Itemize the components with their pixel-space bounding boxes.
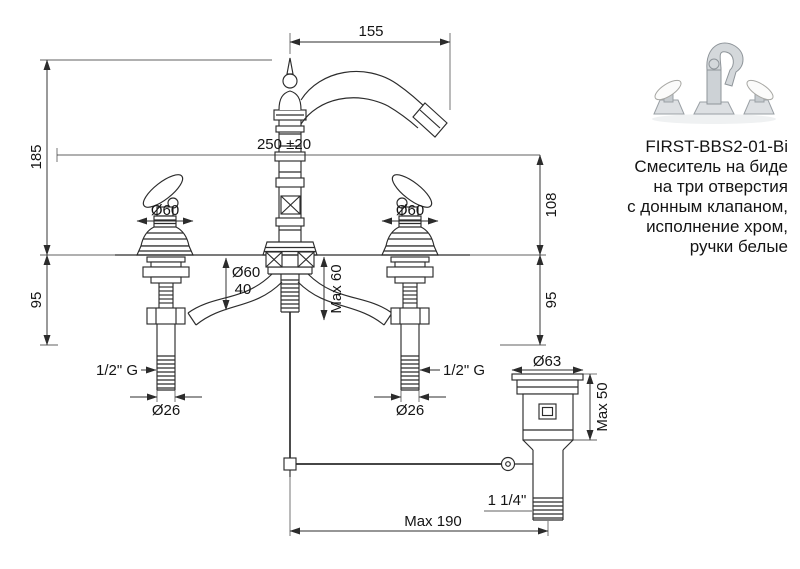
dim-handle-diameter-left: Ø60 xyxy=(151,202,179,219)
dim-spout-reach: 155 xyxy=(358,23,383,40)
dim-thread-right: 1/2" G xyxy=(443,362,485,379)
photo-spout-neck xyxy=(706,42,744,87)
dim-aerator-height: 108 xyxy=(543,192,560,217)
product-description-line-4: исполнение хром, xyxy=(646,217,788,236)
dim-deck-thickness: 40 xyxy=(235,281,252,298)
dim-pipe-diameter-left: Ø26 xyxy=(152,402,180,419)
dim-rod-reach-max: Max 190 xyxy=(404,513,462,530)
pop-up-rod-linkage xyxy=(283,312,533,477)
dim-drain-flange-diameter: Ø63 xyxy=(533,353,561,370)
dim-pipe-diameter-right: Ø26 xyxy=(396,402,424,419)
photo-left-handle xyxy=(654,79,682,101)
center-body xyxy=(265,251,315,313)
photo-right-handle xyxy=(746,79,774,101)
dim-under-deck-left: 95 xyxy=(28,292,45,309)
drain-assembly xyxy=(511,373,584,521)
dim-under-deck-right: 95 xyxy=(543,292,560,309)
spout-assembly xyxy=(262,57,448,256)
product-code: FIRST-BBS2-01-Bi xyxy=(645,137,788,156)
dim-drain-deck-max: Max 50 xyxy=(594,382,611,431)
product-description-line-5: ручки белые xyxy=(689,237,788,256)
product-description-line-3: с донным клапаном, xyxy=(627,197,788,216)
product-description-line-1: Смеситель на биде xyxy=(634,157,788,176)
product-info: FIRST-BBS2-01-Bi Смеситель на биде на тр… xyxy=(578,137,788,257)
dim-thread-left: 1/2" G xyxy=(96,362,138,379)
dim-drain-thread: 1 1/4" xyxy=(488,492,527,509)
right-supply-pipe xyxy=(386,256,434,391)
product-description-line-2: на три отверстия xyxy=(653,177,788,196)
dim-spout-height: 250 ±20 xyxy=(257,136,311,153)
dim-height-left: 185 xyxy=(28,144,45,169)
photo-spout-column xyxy=(706,67,722,105)
dim-handle-diameter-right: Ø60 xyxy=(396,202,424,219)
left-supply-pipe xyxy=(142,256,190,391)
product-photo-thumbnail xyxy=(652,42,776,124)
dim-deck-max-center: Max 60 xyxy=(328,264,345,313)
dim-body-diameter: Ø60 xyxy=(232,264,260,281)
dimension-labels: 155 185 95 250 ±20 108 95 Ø60 Ø60 Ø60 Ma… xyxy=(28,23,611,530)
dimension-lines xyxy=(43,38,594,535)
